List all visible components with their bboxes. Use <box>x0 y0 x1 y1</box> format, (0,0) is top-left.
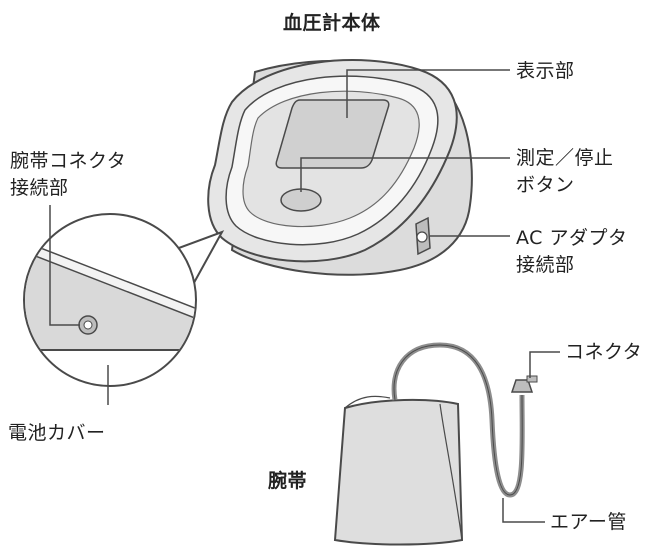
label-display: 表示部 <box>516 60 575 82</box>
start-stop-button <box>280 188 322 212</box>
magnified-top-edge <box>25 238 195 322</box>
display-window <box>275 99 390 169</box>
leader-air-tube <box>502 498 545 523</box>
label-cuff-connector-line2: 接続部 <box>10 177 69 199</box>
leader-cuff-connector <box>49 205 80 326</box>
cuff-connector-port-inner <box>83 320 93 330</box>
leader-connector <box>529 351 560 378</box>
ac-jack-hole <box>416 231 428 243</box>
magnifier-callout <box>23 213 225 387</box>
tube-connector-tip <box>526 375 538 383</box>
cuff <box>333 395 464 546</box>
label-cuff: 腕帯 <box>268 470 308 492</box>
leader-start-stop <box>300 157 510 192</box>
label-start-stop-line2: ボタン <box>516 174 575 196</box>
magnifier-pointer <box>159 230 225 291</box>
label-cuff-connector-line1: 腕帯コネクタ <box>10 150 127 172</box>
cuff-top-seam <box>344 395 391 409</box>
main-unit-title: 血圧計本体 <box>283 12 381 34</box>
label-air-tube: エアー管 <box>550 511 627 533</box>
monitor-unit <box>207 59 473 276</box>
label-start-stop-line1: 測定／停止 <box>516 147 614 169</box>
label-ac-line1: AC アダプタ <box>516 227 628 249</box>
label-connector: コネクタ <box>565 341 643 363</box>
cuff-fold <box>439 403 463 541</box>
air-tube <box>391 342 538 498</box>
label-ac-line2: 接続部 <box>516 254 575 276</box>
air-tube-outline <box>393 344 523 496</box>
leader-display <box>346 69 510 118</box>
tube-connector <box>510 379 534 393</box>
label-battery-cover: 電池カバー <box>8 422 106 444</box>
cuff-body <box>333 398 464 546</box>
leader-lines <box>49 69 560 523</box>
